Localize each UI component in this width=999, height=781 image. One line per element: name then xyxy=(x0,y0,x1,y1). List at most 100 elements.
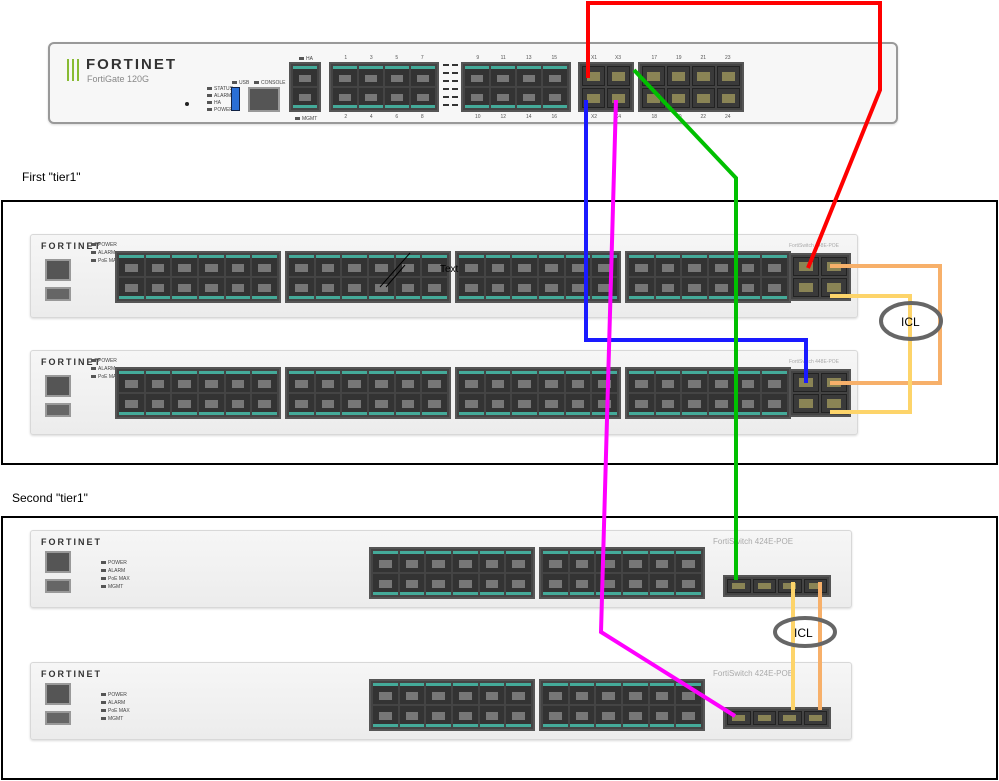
ethernet-port[interactable] xyxy=(708,278,734,299)
ethernet-port[interactable] xyxy=(368,394,394,415)
port-number[interactable]: 13 xyxy=(525,55,532,61)
ethernet-port[interactable] xyxy=(289,255,314,276)
port-number[interactable]: X1 xyxy=(590,55,598,61)
ethernet-port[interactable] xyxy=(426,551,451,572)
sfp-port[interactable] xyxy=(642,66,665,86)
sfp-port[interactable] xyxy=(778,711,802,725)
usb-port[interactable] xyxy=(45,287,71,301)
ethernet-port-group[interactable] xyxy=(115,251,281,303)
sfp-port[interactable] xyxy=(752,579,776,593)
ethernet-port[interactable] xyxy=(538,278,564,299)
ethernet-port[interactable] xyxy=(517,66,541,86)
reset-button[interactable] xyxy=(185,102,189,106)
ethernet-port[interactable] xyxy=(569,706,595,727)
ethernet-port[interactable] xyxy=(225,394,251,415)
ethernet-port[interactable] xyxy=(225,371,251,392)
ethernet-port[interactable] xyxy=(506,574,531,595)
ethernet-port[interactable] xyxy=(512,278,537,299)
ethernet-port[interactable] xyxy=(565,371,591,392)
ethernet-port[interactable] xyxy=(459,255,484,276)
port-number[interactable]: 16 xyxy=(551,114,558,120)
ethernet-port[interactable] xyxy=(676,683,701,704)
ethernet-port[interactable] xyxy=(172,278,197,299)
ethernet-port[interactable] xyxy=(491,66,515,86)
ethernet-port-group[interactable] xyxy=(329,62,439,112)
sfp-port[interactable] xyxy=(717,88,740,108)
ethernet-port[interactable] xyxy=(385,88,409,108)
ethernet-port[interactable] xyxy=(655,255,681,276)
ethernet-port[interactable] xyxy=(198,255,224,276)
ethernet-port[interactable] xyxy=(395,255,421,276)
ethernet-port[interactable] xyxy=(198,371,224,392)
ethernet-port[interactable] xyxy=(649,574,675,595)
ethernet-port[interactable] xyxy=(682,255,707,276)
usb-port[interactable] xyxy=(45,579,71,593)
ethernet-port[interactable] xyxy=(649,706,675,727)
ethernet-port[interactable] xyxy=(452,683,478,704)
port-number[interactable]: 1 xyxy=(344,55,348,61)
ethernet-port[interactable] xyxy=(517,88,541,108)
ethernet-port[interactable] xyxy=(676,551,701,572)
ethernet-port[interactable] xyxy=(368,278,394,299)
ethernet-port[interactable] xyxy=(145,394,171,415)
ethernet-port[interactable] xyxy=(485,371,511,392)
port-number[interactable]: 12 xyxy=(500,114,507,120)
ethernet-port-group[interactable] xyxy=(455,251,621,303)
sfp-port[interactable] xyxy=(607,66,630,86)
ethernet-port[interactable] xyxy=(506,706,531,727)
sfp-port[interactable] xyxy=(692,88,715,108)
port-number[interactable]: 5 xyxy=(395,55,399,61)
ethernet-port[interactable] xyxy=(119,255,144,276)
port-number[interactable]: 22 xyxy=(700,114,707,120)
ethernet-port[interactable] xyxy=(399,683,425,704)
ethernet-port[interactable] xyxy=(479,574,505,595)
ethernet-port[interactable] xyxy=(543,66,567,86)
ethernet-port[interactable] xyxy=(119,371,144,392)
ethernet-port-group[interactable] xyxy=(625,367,791,419)
ethernet-port[interactable] xyxy=(465,66,489,86)
ethernet-port[interactable] xyxy=(411,88,435,108)
mgmt-port[interactable] xyxy=(45,551,71,573)
ethernet-port[interactable] xyxy=(333,88,357,108)
ethernet-port[interactable] xyxy=(225,255,251,276)
ethernet-port-group[interactable] xyxy=(625,251,791,303)
ethernet-port[interactable] xyxy=(512,255,537,276)
ethernet-port[interactable] xyxy=(762,371,787,392)
ethernet-port[interactable] xyxy=(315,371,341,392)
port-number[interactable]: 7 xyxy=(420,55,424,61)
ethernet-port[interactable] xyxy=(708,394,734,415)
mgmt-port[interactable] xyxy=(45,375,71,397)
port-number[interactable]: 6 xyxy=(395,114,399,120)
ethernet-port[interactable] xyxy=(622,683,648,704)
ethernet-port[interactable] xyxy=(368,371,394,392)
ethernet-port[interactable] xyxy=(655,394,681,415)
ethernet-port[interactable] xyxy=(373,574,398,595)
ethernet-port[interactable] xyxy=(252,278,277,299)
ethernet-port[interactable] xyxy=(485,394,511,415)
sfp-port[interactable] xyxy=(778,579,802,593)
ethernet-port[interactable] xyxy=(373,551,398,572)
ethernet-port[interactable] xyxy=(225,278,251,299)
ethernet-port[interactable] xyxy=(395,278,421,299)
ethernet-port-group[interactable] xyxy=(285,367,451,419)
ethernet-port[interactable] xyxy=(422,371,447,392)
ethernet-port[interactable] xyxy=(373,683,398,704)
ethernet-port[interactable] xyxy=(172,371,197,392)
ethernet-port[interactable] xyxy=(676,706,701,727)
ethernet-port[interactable] xyxy=(315,394,341,415)
ethernet-port[interactable] xyxy=(629,371,654,392)
ethernet-port[interactable] xyxy=(592,394,617,415)
ethernet-port[interactable] xyxy=(762,278,787,299)
ethernet-port[interactable] xyxy=(289,371,314,392)
ethernet-port[interactable] xyxy=(172,394,197,415)
ethernet-port[interactable] xyxy=(708,371,734,392)
ethernet-port[interactable] xyxy=(622,574,648,595)
ethernet-port[interactable] xyxy=(342,255,367,276)
port-number[interactable]: 4 xyxy=(369,114,373,120)
ethernet-port[interactable] xyxy=(596,683,621,704)
ethernet-port[interactable] xyxy=(543,551,568,572)
mgmt-port[interactable] xyxy=(45,683,71,705)
sfp-port[interactable] xyxy=(752,711,776,725)
port-number[interactable]: 3 xyxy=(369,55,373,61)
ethernet-port[interactable] xyxy=(422,394,447,415)
